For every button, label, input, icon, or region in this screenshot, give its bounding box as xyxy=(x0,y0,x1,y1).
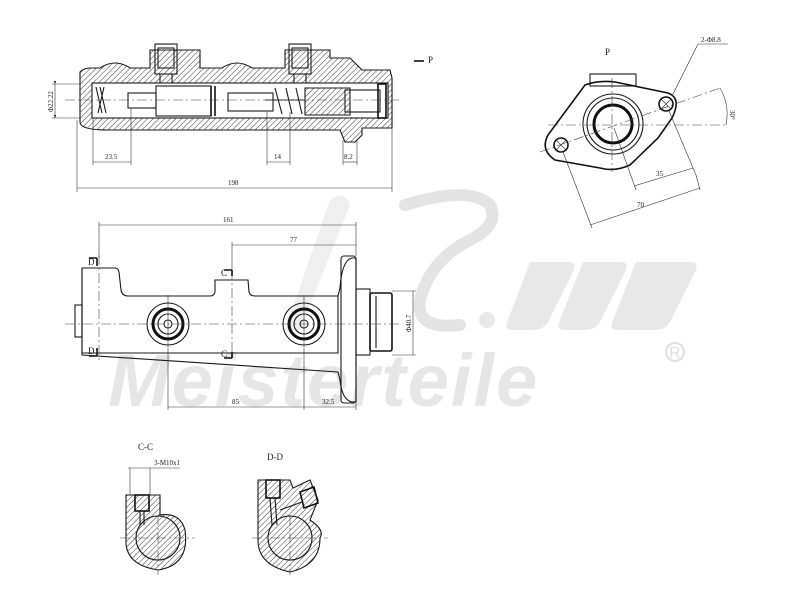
dim-hole-spacing: 70 xyxy=(637,201,645,209)
side-elevation-view: D D C C 161 77 85 32.5 xyxy=(65,216,416,410)
section-marker-c-top: C xyxy=(221,268,227,278)
watermark-logo xyxy=(285,189,697,332)
dim-port-to-flange: 161 xyxy=(98,216,357,258)
dim-overall-length: 198 xyxy=(76,120,393,192)
dim-port-to-flange-face: 32.5 xyxy=(304,398,357,410)
svg-text:Φ40.7: Φ40.7 xyxy=(405,314,413,332)
svg-text:77: 77 xyxy=(290,236,298,244)
dim-spigot-diameter: Φ40.7 xyxy=(392,290,416,356)
flange-view-title: P xyxy=(605,47,610,57)
svg-text:23.5: 23.5 xyxy=(105,153,118,161)
section-c-c-title: C-C xyxy=(138,442,153,452)
section-d-d-title: D-D xyxy=(267,452,283,462)
svg-text:32.5: 32.5 xyxy=(322,398,335,406)
watermark: Meisterteile R xyxy=(108,189,697,422)
svg-text:14: 14 xyxy=(274,153,282,161)
longitudinal-section-view: P Φ22.22 23.5 14 8.2 xyxy=(47,43,433,192)
dim-flange-width: 8.2 xyxy=(342,140,358,165)
dim-bore-diameter: Φ22.22 xyxy=(47,81,80,119)
section-marker-c-bottom: C xyxy=(221,349,227,359)
svg-text:Φ22.22: Φ22.22 xyxy=(47,91,55,112)
cross-section-d-d: D-D xyxy=(252,452,328,575)
flange-view-p: P 2-Φ8.8 30° 35 70 xyxy=(539,36,736,229)
watermark-registered-mark: R xyxy=(669,345,681,362)
section-marker-d-top: D xyxy=(88,257,95,267)
dim-half-span: 35 xyxy=(656,170,664,178)
dim-holes: 2-Φ8.8 xyxy=(701,36,721,44)
watermark-brand-text: Meisterteile xyxy=(108,339,539,422)
dim-port-spacing: 85 xyxy=(168,398,304,408)
svg-text:85: 85 xyxy=(232,398,240,406)
view-marker-p: P xyxy=(428,55,433,65)
svg-text:8.2: 8.2 xyxy=(344,153,353,161)
svg-text:161: 161 xyxy=(223,216,234,224)
dim-inner-gap: 14 xyxy=(266,112,291,165)
dim-spring-offset: 23.5 xyxy=(92,108,132,165)
cross-section-c-c: C-C 3-M10x1 xyxy=(120,442,195,575)
dim-c-to-flange: 77 xyxy=(231,236,356,270)
svg-text:198: 198 xyxy=(228,179,239,187)
section-marker-d-bottom: D xyxy=(88,346,95,356)
section-c-c-callout: 3-M10x1 xyxy=(154,459,181,467)
dim-angle: 30° xyxy=(728,110,736,120)
